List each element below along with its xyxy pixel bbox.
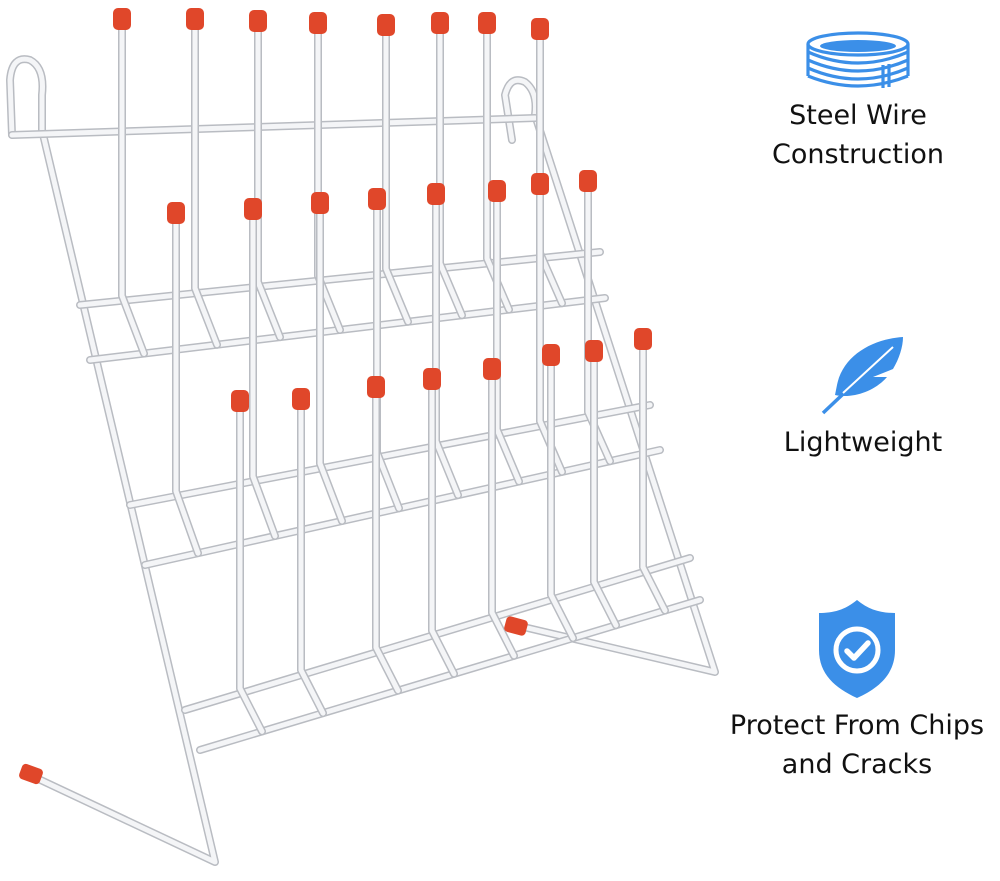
feature-lightweight: Lightweight xyxy=(718,333,1000,462)
peg-cap xyxy=(244,198,262,220)
peg-cap xyxy=(368,188,386,210)
feature-label: Protect From Chips xyxy=(729,710,985,741)
peg-cap xyxy=(431,12,449,34)
peg-cap xyxy=(309,12,327,34)
feature-protect: Protect From Chips and Cracks xyxy=(712,598,1000,784)
peg-cap xyxy=(427,183,445,205)
peg xyxy=(382,20,412,326)
rail xyxy=(76,248,604,309)
peg xyxy=(191,14,221,349)
peg xyxy=(493,186,523,486)
peg xyxy=(118,14,148,358)
peg-cap xyxy=(249,10,267,32)
peg-cap xyxy=(377,14,395,36)
peg xyxy=(547,350,577,643)
peg xyxy=(172,208,202,558)
peg-cap xyxy=(634,328,652,350)
feature-steel-wire: Steel Wire Construction xyxy=(713,30,1000,174)
drying-rack-image xyxy=(6,8,719,866)
peg xyxy=(436,18,466,320)
peg xyxy=(428,374,458,678)
peg xyxy=(590,346,620,630)
peg-cap xyxy=(367,376,385,398)
top-rail xyxy=(8,114,539,139)
peg xyxy=(639,334,669,615)
peg-cap xyxy=(113,8,131,30)
feature-label: Lightweight xyxy=(783,427,943,458)
peg xyxy=(236,396,266,736)
peg xyxy=(297,394,327,718)
rail xyxy=(86,294,609,364)
peg-cap xyxy=(311,192,329,214)
peg xyxy=(316,198,346,526)
peg xyxy=(254,16,284,342)
feature-label: Construction xyxy=(772,139,944,170)
peg-cap xyxy=(488,180,506,202)
peg-cap xyxy=(531,18,549,40)
peg-cap xyxy=(292,388,310,410)
peg-cap xyxy=(186,8,204,30)
peg xyxy=(249,204,279,540)
peg-cap xyxy=(423,368,441,390)
foot-cap xyxy=(504,616,528,636)
rail xyxy=(126,401,654,509)
frame-right xyxy=(501,76,719,676)
peg-cap xyxy=(531,173,549,195)
feature-label: Steel Wire xyxy=(789,100,927,131)
peg-cap xyxy=(542,344,560,366)
peg xyxy=(432,189,462,500)
peg-cap xyxy=(585,340,603,362)
peg xyxy=(488,364,518,660)
peg-cap xyxy=(483,358,501,380)
peg xyxy=(483,18,513,314)
peg-cap xyxy=(478,12,496,34)
peg-cap xyxy=(579,170,597,192)
rail xyxy=(196,596,704,754)
frame-left xyxy=(6,55,219,866)
feather-icon xyxy=(821,337,903,415)
shield-check-icon xyxy=(819,600,895,698)
feature-label: and Cracks xyxy=(781,749,933,780)
peg xyxy=(372,382,402,695)
peg-cap xyxy=(231,390,249,412)
peg-cap xyxy=(167,202,185,224)
wire-coil-icon xyxy=(806,31,910,88)
peg xyxy=(584,176,614,466)
foot-cap xyxy=(19,763,43,785)
